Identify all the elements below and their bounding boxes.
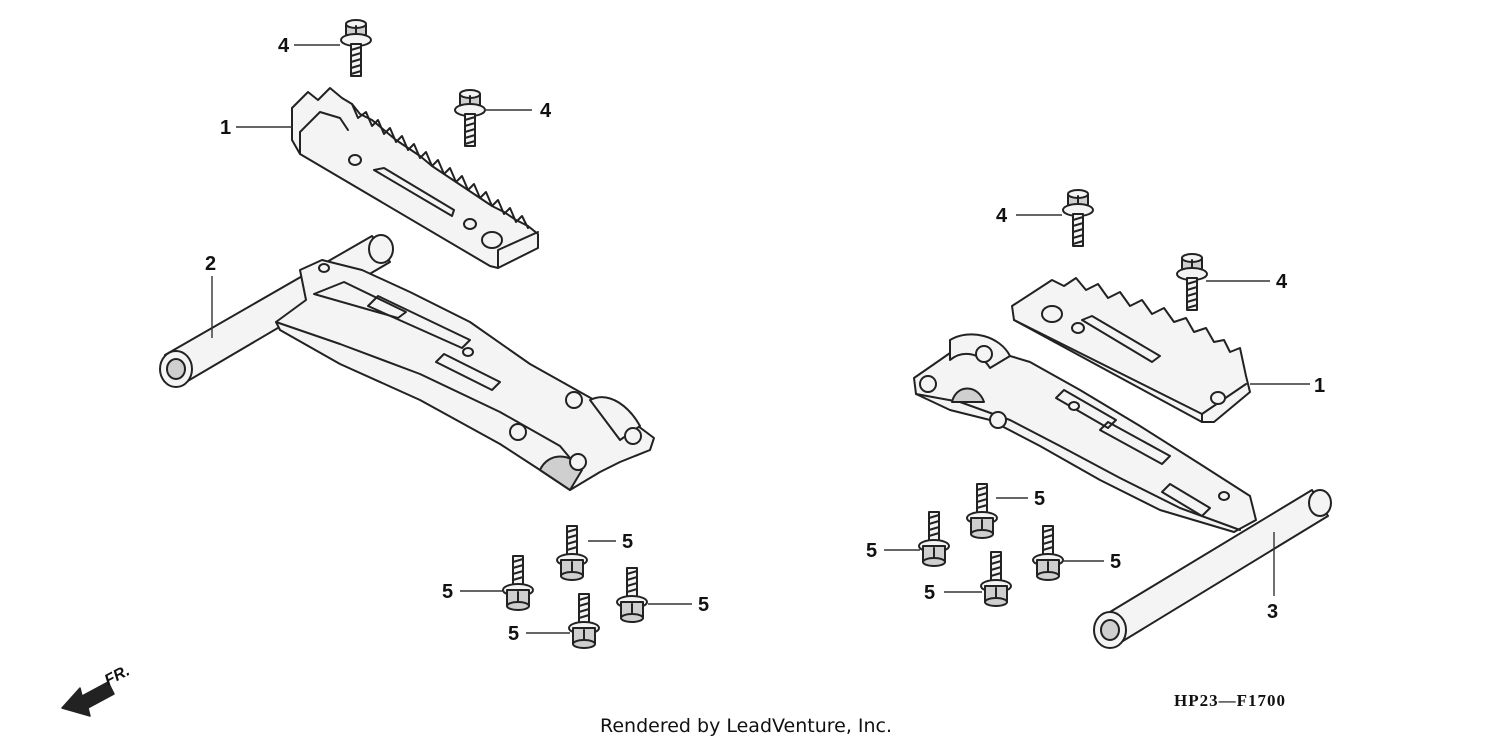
callout-5-right-a: 5 — [1034, 488, 1045, 510]
left-bolt-4b — [454, 89, 486, 147]
callout-5-right-c: 5 — [1110, 551, 1121, 573]
left-bolt-5a — [556, 525, 588, 581]
callout-5-right-b: 5 — [866, 540, 877, 562]
callout-1-right: 1 — [1314, 375, 1325, 397]
callout-4-left-right: 4 — [540, 100, 552, 122]
diagram-code: HP23—F1700 — [1174, 691, 1286, 710]
right-bolt-5d — [980, 551, 1012, 607]
right-bolt-5a — [966, 483, 998, 539]
callout-5-left-c: 5 — [698, 594, 709, 616]
callout-4-left-top: 4 — [278, 35, 290, 57]
left-footpeg-bracket — [159, 234, 655, 491]
left-bolt-5b — [502, 555, 534, 611]
right-bolt-4b — [1176, 253, 1208, 311]
right-footpeg-plate — [1011, 277, 1251, 423]
callout-2: 2 — [205, 253, 216, 275]
front-direction-arrow-icon — [61, 681, 115, 717]
right-bolt-4a — [1062, 189, 1094, 247]
callout-5-left-b: 5 — [442, 581, 453, 603]
right-bolt-5b — [918, 511, 950, 567]
right-footpeg-bracket — [913, 333, 1332, 649]
left-bolt-4a — [340, 19, 372, 77]
leader-lines — [211, 44, 1310, 634]
left-bolt-5c — [616, 567, 648, 623]
callout-3: 3 — [1267, 601, 1278, 623]
left-footpeg-plate — [291, 87, 539, 269]
callout-4-right-right: 4 — [1276, 271, 1288, 293]
left-bolt-5d — [568, 593, 600, 649]
callout-5-right-d: 5 — [924, 582, 935, 604]
render-credit: Rendered by LeadVenture, Inc. — [600, 715, 892, 737]
callout-5-left-a: 5 — [622, 531, 633, 553]
right-bolt-5c — [1032, 525, 1064, 581]
callout-1-left: 1 — [220, 117, 231, 139]
callout-4-right-top: 4 — [996, 205, 1008, 227]
callout-5-left-d: 5 — [508, 623, 519, 645]
